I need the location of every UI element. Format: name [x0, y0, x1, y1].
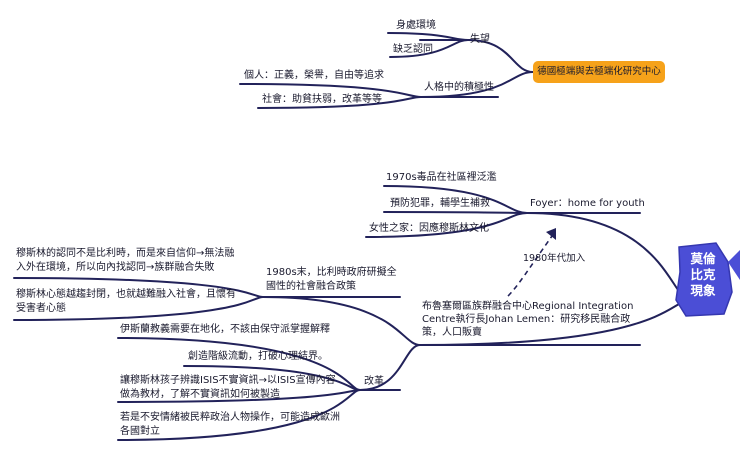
node-reform-item-1[interactable]: 伊斯蘭教義需要在地化，不該由保守派掌握解釋	[120, 324, 330, 335]
connector-policy80	[262, 296, 421, 346]
connector-social	[257, 96, 422, 109]
arrowhead-icon	[546, 228, 556, 240]
connector-reform-3	[117, 389, 361, 403]
connector-foyer-2	[383, 211, 528, 214]
node-foyer[interactable]: Foyer：home for youth	[530, 198, 645, 209]
connector-reform	[359, 344, 421, 391]
center-node-line3: 現象	[690, 283, 716, 298]
connector-policy-a	[13, 277, 264, 298]
node-foyer-item-3[interactable]: 女性之家：因應穆斯林文化	[369, 223, 489, 234]
node-foyer-item-2[interactable]: 預防犯罪，輔學生補救	[390, 198, 490, 209]
connector-surroundings	[387, 32, 469, 41]
node-regional[interactable]: 布魯塞爾區族群融合中心Regional Integration Centre執行…	[422, 301, 634, 338]
center-node-line1: 莫倫	[690, 251, 716, 266]
node-personal[interactable]: 個人：正義，榮譽，自由等追求	[244, 70, 384, 81]
org-node[interactable]: 德國極端與去極端化研究中心	[533, 61, 665, 83]
node-lack-identity[interactable]: 缺乏認同	[393, 44, 433, 55]
node-foyer-item-1[interactable]: 1970s毒品在社區裡泛濫	[386, 172, 497, 183]
node-disappointment[interactable]: 失望	[470, 34, 490, 45]
connector-policy-b	[13, 296, 264, 321]
center-node-edge	[728, 250, 740, 280]
connector-disappointment	[467, 39, 534, 73]
node-policy-b[interactable]: 穆斯林心態越趨封閉，也就越難融入社會，且懷有受害者心態	[16, 289, 236, 314]
connector-foyer-1	[383, 185, 528, 214]
node-policy-a[interactable]: 穆斯林的認同不是比利時，而是來自信仰→無法融入外在環境，所以向內找認同→族群融合…	[16, 248, 235, 273]
node-policy80[interactable]: 1980s末，比利時政府研擬全國性的社會融合政策	[266, 267, 397, 292]
center-node-line2: 比克	[690, 267, 716, 282]
connector-lack-identity	[389, 39, 469, 58]
node-surroundings[interactable]: 身處環境	[396, 20, 436, 31]
connector-reform-2	[183, 365, 361, 391]
node-reform[interactable]: 改革	[364, 376, 384, 387]
node-social[interactable]: 社會：助貧扶弱，改革等等	[262, 94, 382, 105]
center-node-shape	[675, 242, 733, 317]
connector-foyer-3	[365, 212, 528, 238]
node-reform-item-3[interactable]: 讓穆斯林孩子辨識ISIS不實資訊→以ISIS宣傳內容做為教材，了解不實資訊如何被…	[120, 375, 336, 400]
connector-reform-1	[117, 337, 361, 391]
connector-personal	[239, 83, 422, 98]
dashed-link-label: 1980年代加入	[523, 253, 586, 264]
node-reform-item-4[interactable]: 若是不安情緒被民粹政治人物操作，可能造成歐洲各國對立	[120, 412, 340, 437]
connector-reform-4	[117, 389, 361, 441]
center-node[interactable]: 莫倫 比克 現象	[676, 245, 736, 315]
node-reform-item-2[interactable]: 創造階級流動，打破心理結界。	[188, 351, 328, 362]
connector-dashed-arrow	[507, 235, 553, 297]
node-positive[interactable]: 人格中的積極性	[424, 82, 494, 93]
